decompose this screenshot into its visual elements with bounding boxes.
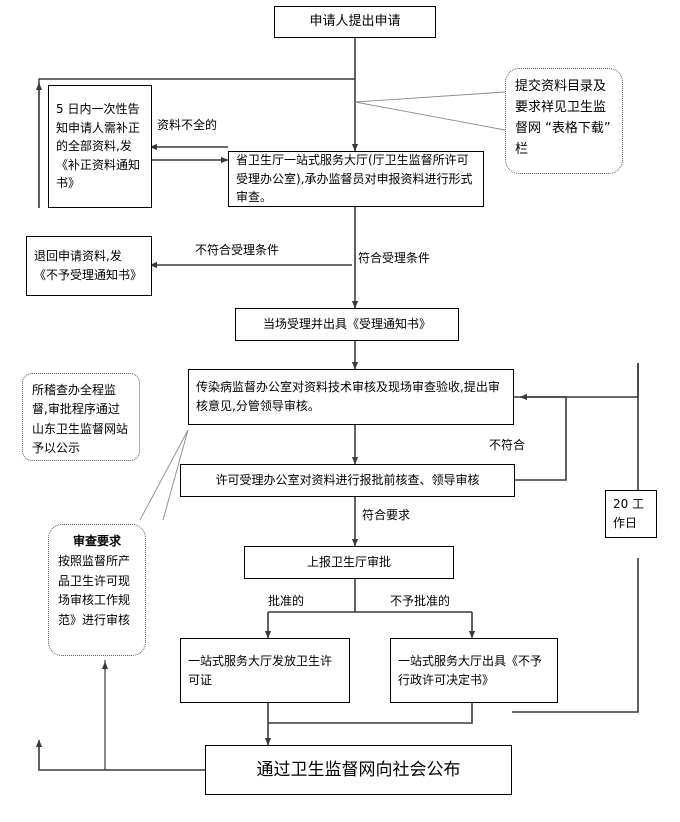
node-refusal-decision-label: 一站式服务大厅出具《不予行政许可决定书》	[398, 653, 543, 687]
node-pre-approval-check[interactable]: 许可受理办公室对资料进行报批前核查、领导审核	[180, 464, 515, 497]
edge-label-not-approved: 不予批准的	[388, 594, 453, 609]
node-technical-review[interactable]: 传染病监督办公室对资料技术审核及现场审查验收,提出审核意见,分管领导审核。	[188, 369, 514, 425]
node-report-to-department-label: 上报卫生厅审批	[306, 555, 391, 570]
node-apply-label: 申请人提出申请	[309, 13, 401, 29]
node-report-to-department[interactable]: 上报卫生厅审批	[244, 546, 454, 579]
callout-full-supervision-text: 所稽查办全程监督,审批程序通过山东卫生监督网站予以公示	[32, 383, 129, 456]
edge-label-meet-acceptance: 符合受理条件	[356, 251, 433, 266]
edge-label-not-conform: 不符合	[487, 438, 528, 453]
node-publish[interactable]: 通过卫生监督网向社会公布	[205, 745, 512, 795]
callout-review-requirements: 审查要求 按照监督所产品卫生许可现场审核工作规范》进行审核	[48, 524, 146, 656]
node-return-materials[interactable]: 退回申请资料,发《不予受理通知书》	[26, 236, 152, 296]
node-supplement-notice-label: 5 日内一次性告知申请人需补正的全部资料,发《补正资料通知书》	[56, 102, 141, 191]
node-formal-review-label: 省卫生厅一站式服务大厅(厅卫生监督所许可受理办公室),承办监督员对申报资料进行形…	[236, 153, 473, 205]
node-accept-onsite-label: 当场受理并出具《受理通知书》	[262, 317, 431, 332]
edge-label-not-meet-acceptance: 不符合受理条件	[193, 243, 282, 258]
callout-review-requirements-title: 审查要求	[72, 534, 121, 548]
callout-submit-catalog-text: 提交资料目录及要求祥见卫生监督网 “表格下载”栏	[515, 79, 611, 158]
node-accept-onsite[interactable]: 当场受理并出具《受理通知书》	[235, 308, 459, 341]
callout-review-requirements-text: 按照监督所产品卫生许可现场审核工作规范》进行审核	[58, 554, 131, 627]
edge-label-incomplete-materials: 资料不全的	[155, 118, 220, 133]
node-working-days-label: 20 工作日	[613, 497, 645, 530]
node-supplement-notice[interactable]: 5 日内一次性告知申请人需补正的全部资料,发《补正资料通知书》	[48, 85, 152, 208]
callout-full-supervision: 所稽查办全程监督,审批程序通过山东卫生监督网站予以公示	[22, 373, 140, 461]
edge-label-meets-requirements: 符合要求	[360, 508, 413, 523]
node-technical-review-label: 传染病监督办公室对资料技术审核及现场审查验收,提出审核意见,分管领导审核。	[196, 380, 500, 413]
node-refusal-decision[interactable]: 一站式服务大厅出具《不予行政许可决定书》	[390, 638, 558, 703]
node-issue-license[interactable]: 一站式服务大厅发放卫生许可证	[180, 638, 350, 703]
node-apply[interactable]: 申请人提出申请	[274, 6, 436, 38]
node-formal-review[interactable]: 省卫生厅一站式服务大厅(厅卫生监督所许可受理办公室),承办监督员对申报资料进行形…	[228, 151, 484, 207]
node-return-materials-label: 退回申请资料,发《不予受理通知书》	[34, 249, 143, 282]
node-pre-approval-check-label: 许可受理办公室对资料进行报批前核查、领导审核	[215, 473, 480, 488]
node-working-days[interactable]: 20 工作日	[605, 490, 657, 538]
callout-submit-catalog: 提交资料目录及要求祥见卫生监督网 “表格下载”栏	[505, 68, 623, 174]
node-publish-label: 通过卫生监督网向社会公布	[256, 759, 461, 780]
edge-label-approved: 批准的	[266, 594, 307, 609]
node-issue-license-label: 一站式服务大厅发放卫生许可证	[188, 653, 333, 687]
